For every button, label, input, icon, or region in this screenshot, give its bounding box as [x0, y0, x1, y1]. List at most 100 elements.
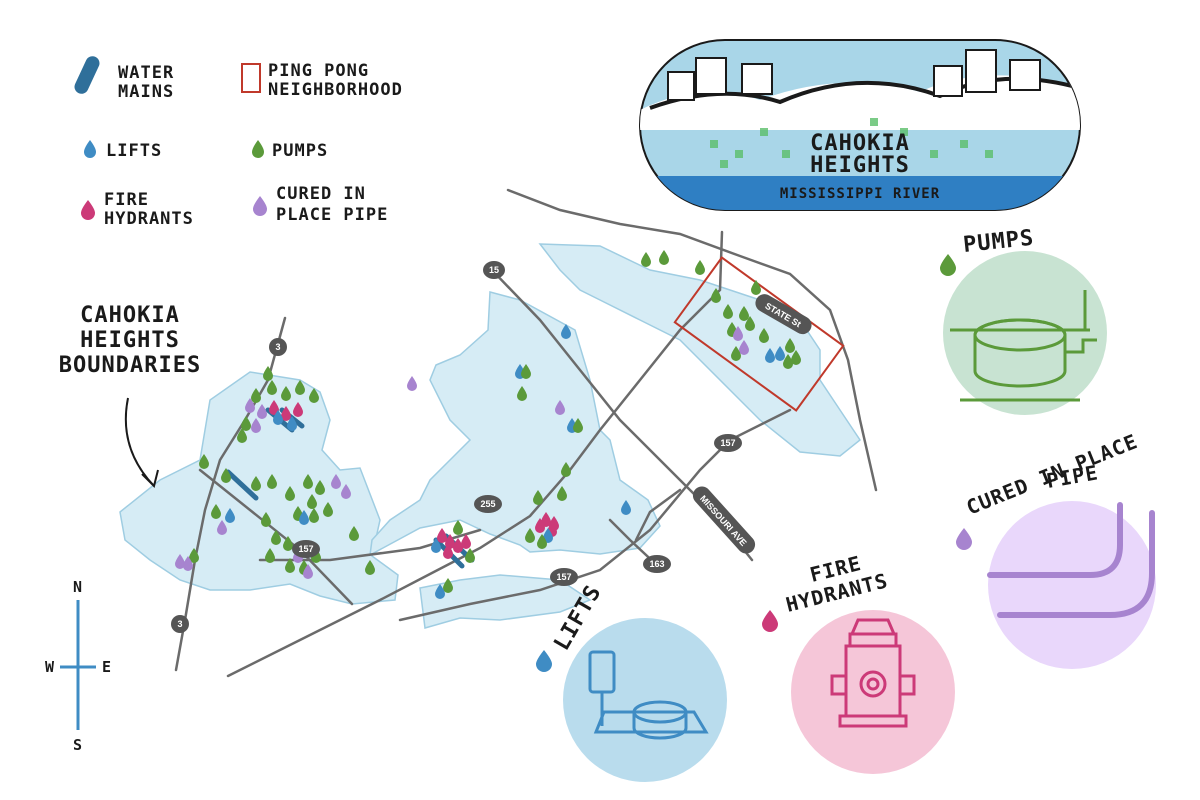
- pump-pin-icon: [557, 486, 567, 501]
- cipp-pin-icon: [257, 404, 267, 419]
- pump-pin-icon: [641, 252, 651, 267]
- hydrant-pin-icon: [293, 402, 303, 417]
- callout-fire-hydrants: FIRE HYDRANTS: [762, 551, 955, 774]
- legend-fire-hydrants-line2: HYDRANTS: [104, 209, 194, 229]
- inset-overview: CAHOKIA HEIGHTS MISSISSIPPI RIVER: [639, 39, 1081, 211]
- hydrant-legend-pin-icon: [81, 200, 95, 220]
- route-157-shield-mid: 157: [550, 568, 578, 586]
- pump-pin-icon: [263, 366, 273, 381]
- cipp-pin-icon: [555, 400, 565, 415]
- pump-pin-icon: [759, 328, 769, 343]
- ping-pong-neighborhood-box: [673, 256, 845, 412]
- pump-pin-icon: [533, 490, 543, 505]
- svg-text:157: 157: [556, 572, 571, 582]
- boundary-callout-line2: HEIGHTS: [80, 328, 180, 353]
- hydrant-pin-icon: [461, 534, 471, 549]
- inset-buildings: [667, 49, 1041, 101]
- route-3-shield-top: 3: [269, 338, 287, 356]
- pump-pin-icon: [267, 474, 277, 489]
- pump-pin-icon: [517, 386, 527, 401]
- route-15-shield: 15: [483, 261, 505, 279]
- pump-pin-icon: [271, 530, 281, 545]
- cipp-pin-icon: [739, 340, 749, 355]
- legend-pumps: PUMPS: [272, 141, 328, 161]
- pump-pin-icon: [211, 504, 221, 519]
- svg-text:15: 15: [489, 265, 499, 275]
- hydrant-pin-icon: [269, 400, 279, 415]
- pump-pin-icon: [521, 364, 531, 379]
- cipp-pin-icon: [733, 326, 743, 341]
- hydrant-pin-icon: [453, 538, 463, 553]
- cipp-pin-icon: [303, 564, 313, 579]
- pump-pin-icon: [537, 534, 547, 549]
- pump-pin-icon: [739, 306, 749, 321]
- boundary-arrow-icon: [124, 397, 159, 488]
- boundary-callout: CAHOKIA HEIGHTS BOUNDARIES: [59, 303, 201, 488]
- svg-text:3: 3: [275, 342, 280, 352]
- pump-pin-icon: [261, 512, 271, 527]
- pump-pin-icon: [251, 476, 261, 491]
- hydrant-callout-pin-icon: [762, 610, 778, 632]
- cipp-pin-icon: [331, 474, 341, 489]
- pump-pin-icon: [221, 468, 231, 483]
- cipp-pin-icon: [245, 398, 255, 413]
- pump-pin-icon: [349, 526, 359, 541]
- hydrant-pin-icon: [443, 544, 453, 559]
- pump-pin-icon: [285, 558, 295, 573]
- legend-cipp-line2: PLACE PIPE: [276, 205, 388, 225]
- callout-cipp: CURED IN PLACE PIPE: [956, 429, 1156, 669]
- cipp-pin-icon: [251, 418, 261, 433]
- legend: WATER MAINS PING PONG NEIGHBORHOOD LIFTS…: [74, 56, 402, 229]
- cipp-pin-icon: [407, 376, 417, 391]
- map-markers: [175, 250, 801, 599]
- lift-pin-icon: [621, 500, 631, 515]
- legend-water-mains-line1: WATER: [118, 63, 174, 83]
- hydrant-pin-icon: [437, 528, 447, 543]
- route-255-shield: 255: [474, 495, 502, 513]
- route-163-shield: 163: [643, 555, 671, 573]
- compass-rose: N S W E: [45, 578, 111, 754]
- route-157-shield-right: 157: [714, 434, 742, 452]
- pump-pin-icon: [303, 474, 313, 489]
- city-boundary: [119, 243, 862, 629]
- compass-n: N: [73, 578, 83, 596]
- pump-pin-icon: [267, 380, 277, 395]
- pump-pin-icon: [283, 536, 293, 551]
- lift-pin-icon: [765, 348, 775, 363]
- pump-pin-icon: [285, 486, 295, 501]
- pump-pin-icon: [745, 316, 755, 331]
- pump-pin-icon: [315, 480, 325, 495]
- boundary-central: [369, 291, 661, 557]
- legend-fire-hydrants-line1: FIRE: [104, 190, 149, 210]
- pump-pin-icon: [309, 388, 319, 403]
- pump-pin-icon: [189, 548, 199, 563]
- pump-pin-icon: [295, 380, 305, 395]
- pump-pin-icon: [791, 350, 801, 365]
- svg-text:255: 255: [480, 499, 495, 509]
- pump-pin-icon: [711, 288, 721, 303]
- boundary-callout-line3: BOUNDARIES: [59, 353, 201, 378]
- boundary-callout-line1: CAHOKIA: [80, 303, 180, 328]
- svg-text:MISSOURI AVE: MISSOURI AVE: [698, 493, 749, 548]
- route-3-shield-bottom: 3: [171, 615, 189, 633]
- pump-pin-icon: [453, 520, 463, 535]
- pump-pin-icon: [311, 548, 321, 563]
- lift-pin-icon: [435, 584, 445, 599]
- inset-city-line1: CAHOKIA: [810, 131, 910, 156]
- svg-text:163: 163: [649, 559, 664, 569]
- cipp-legend-pin-icon: [253, 196, 267, 216]
- pump-pin-icon: [695, 260, 705, 275]
- pump-pin-icon: [443, 578, 453, 593]
- cipp-pin-icon: [183, 556, 193, 571]
- pump-pin-icon: [723, 304, 733, 319]
- pump-pin-icon: [561, 462, 571, 477]
- cipp-pin-icon: [341, 484, 351, 499]
- lift-pin-icon: [299, 510, 309, 525]
- pump-pin-icon: [309, 508, 319, 523]
- cipp-pin-icon: [175, 554, 185, 569]
- lift-legend-pin-icon: [84, 140, 96, 158]
- pump-pin-icon: [323, 502, 333, 517]
- lift-callout-pin-icon: [536, 650, 552, 672]
- pump-callout-pin-icon: [940, 254, 956, 276]
- lift-pin-icon: [775, 346, 785, 361]
